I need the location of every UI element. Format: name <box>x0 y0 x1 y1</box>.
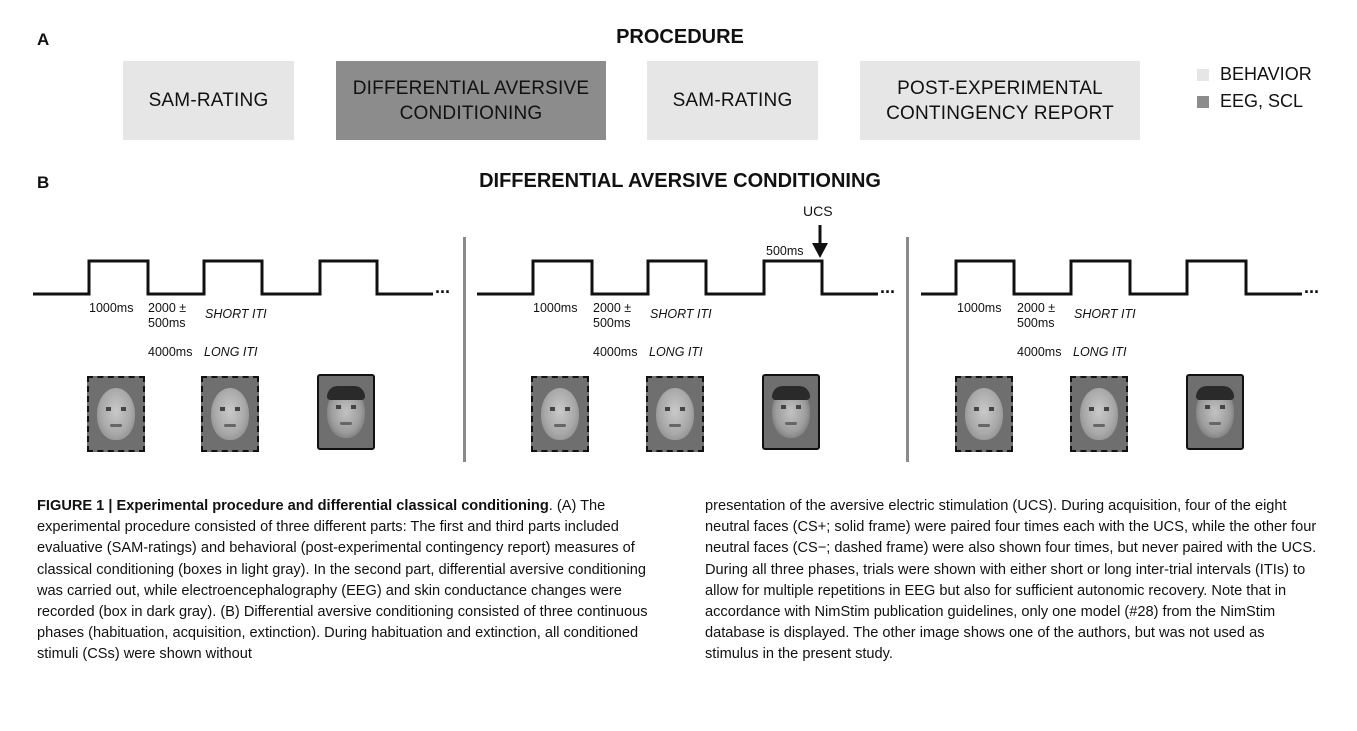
caption-left-text: . (A) The experimental procedure consist… <box>37 498 648 663</box>
cs-plus-face-image <box>1186 374 1244 450</box>
legend-item-eeg-scl: EEG, SCL <box>1197 91 1303 112</box>
stim-duration-label: 1000ms <box>89 301 134 315</box>
face-icon <box>97 388 135 440</box>
face-icon <box>327 386 365 438</box>
step-label: POST-EXPERIMENTAL CONTINGENCY REPORT <box>886 77 1114 124</box>
step-differential-conditioning: DIFFERENTIAL AVERSIVE CONDITIONING <box>336 61 606 140</box>
figure-label: FIGURE 1 | Experimental procedure and di… <box>37 498 549 514</box>
stim-duration-label: 1000ms <box>957 301 1002 315</box>
long-iti-label: LONG ITI <box>204 345 258 359</box>
legend-item-behavior: BEHAVIOR <box>1197 64 1312 85</box>
long-iti-label: LONG ITI <box>649 345 703 359</box>
short-iti-label: SHORT ITI <box>205 307 267 321</box>
short-iti-value: 2000 ± 500ms <box>593 301 632 330</box>
caption-right-text: presentation of the aversive electric st… <box>705 498 1317 663</box>
figure-caption-left: FIGURE 1 | Experimental procedure and di… <box>37 496 653 666</box>
cs-minus-face-image <box>201 376 259 452</box>
legend-swatch <box>1197 95 1209 108</box>
stimulus-waveform-phase-3 <box>921 259 1302 296</box>
panel-b-letter: B <box>37 173 50 192</box>
timing-diagram <box>33 225 1302 296</box>
cs-minus-face-image <box>955 376 1013 452</box>
phase-divider-2 <box>906 237 909 462</box>
cs-minus-face-image <box>531 376 589 452</box>
cs-minus-face-image <box>1070 376 1128 452</box>
face-icon <box>965 388 1003 440</box>
legend-label: EEG, SCL <box>1220 91 1304 111</box>
legend-label: BEHAVIOR <box>1220 64 1312 84</box>
step-sam-rating-2: SAM-RATING <box>647 61 818 140</box>
step-sam-rating-1: SAM-RATING <box>123 61 294 140</box>
long-iti-value: 4000ms <box>1017 345 1062 359</box>
step-label: SAM-RATING <box>672 90 793 111</box>
ellipsis: ... <box>1304 277 1320 297</box>
long-iti-value: 4000ms <box>148 345 193 359</box>
ucs-arrow-head <box>812 243 828 258</box>
panel-a-title: PROCEDURE <box>616 26 744 48</box>
ellipsis: ... <box>435 277 451 297</box>
face-icon <box>1080 388 1118 440</box>
face-icon <box>772 386 810 438</box>
cs-plus-face-image <box>762 374 820 450</box>
face-icon <box>211 388 249 440</box>
cs-minus-face-image <box>646 376 704 452</box>
panel-a-letter: A <box>37 30 50 49</box>
ucs-label: UCS <box>803 203 833 219</box>
face-icon <box>656 388 694 440</box>
stimulus-waveform-phase-1 <box>33 259 433 296</box>
stimulus-waveform-phase-2 <box>477 259 878 296</box>
stim-duration-label: 1000ms <box>533 301 578 315</box>
face-icon <box>541 388 579 440</box>
short-iti-label: SHORT ITI <box>1074 307 1136 321</box>
long-iti-label: LONG ITI <box>1073 345 1127 359</box>
cs-plus-face-image <box>317 374 375 450</box>
legend-swatch <box>1197 68 1209 81</box>
ucs-duration-label: 500ms <box>766 244 804 258</box>
cs-minus-face-image <box>87 376 145 452</box>
short-iti-value: 2000 ± 500ms <box>1017 301 1056 330</box>
short-iti-value: 2000 ± 500ms <box>148 301 187 330</box>
step-label: SAM-RATING <box>148 90 269 111</box>
panel-b-title: DIFFERENTIAL AVERSIVE CONDITIONING <box>479 170 881 192</box>
figure-caption-right: presentation of the aversive electric st… <box>705 496 1321 666</box>
long-iti-value: 4000ms <box>593 345 638 359</box>
step-label: DIFFERENTIAL AVERSIVE CONDITIONING <box>352 77 590 124</box>
face-icon <box>1196 386 1234 438</box>
ellipsis: ... <box>880 277 896 297</box>
phase-divider-1 <box>463 237 466 462</box>
short-iti-label: SHORT ITI <box>650 307 712 321</box>
step-contingency-report: POST-EXPERIMENTAL CONTINGENCY REPORT <box>860 61 1140 140</box>
